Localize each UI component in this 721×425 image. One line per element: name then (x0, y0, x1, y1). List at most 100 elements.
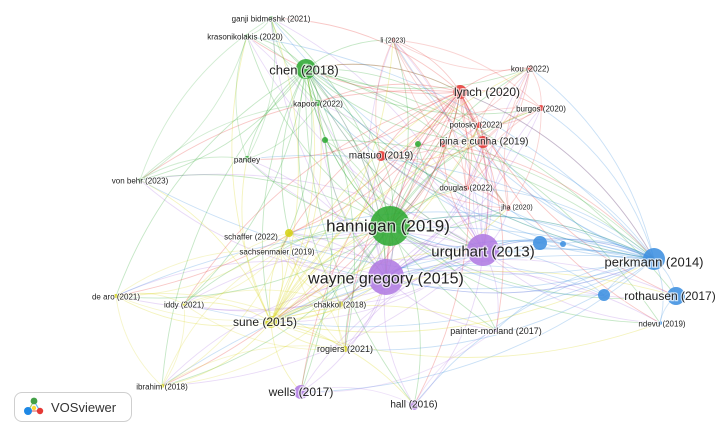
network-edge (389, 225, 661, 324)
node-rothausen[interactable] (667, 287, 685, 305)
node-chen[interactable] (296, 59, 316, 79)
node-wells[interactable] (294, 385, 308, 399)
node-label-matsuo: matsuo (2019) (349, 151, 413, 162)
network-edge (482, 249, 677, 299)
node-li[interactable] (391, 38, 395, 42)
network-edge (442, 143, 655, 260)
network-edge (115, 295, 272, 327)
node-iddy[interactable] (182, 302, 186, 306)
network-edge (380, 124, 480, 157)
network-edge (305, 63, 461, 93)
network-edge (337, 303, 346, 350)
node-label-schaffer: schaffer (2022) (224, 233, 278, 242)
node-chakkol[interactable] (337, 301, 343, 307)
node-ibrahim[interactable] (160, 384, 164, 388)
node-ndevu[interactable] (658, 321, 662, 325)
network-edge (413, 91, 471, 406)
node-lynch[interactable] (453, 85, 467, 99)
network-edge (507, 107, 542, 209)
network-edge (459, 91, 509, 209)
network-edge (389, 39, 409, 227)
network-edge (246, 158, 387, 278)
node-rogiers[interactable] (342, 346, 348, 352)
node-label-douglas: douglas (2022) (439, 184, 493, 193)
node-unlabeled[interactable] (533, 236, 547, 250)
node-krasonikolakis[interactable] (245, 34, 249, 38)
node-urquhart[interactable] (467, 234, 499, 266)
node-hannigan[interactable] (370, 206, 410, 246)
node-perkmann[interactable] (643, 248, 665, 270)
network-edge (529, 67, 542, 109)
network-edge (495, 258, 655, 331)
node-label-rogiers: rogiers (2021) (317, 344, 373, 354)
network-edge (383, 276, 415, 406)
node-label-ndevu: ndevu (2019) (638, 320, 685, 329)
node-jha[interactable] (505, 205, 511, 211)
network-edge (305, 68, 677, 297)
network-edge (183, 289, 341, 305)
node-hall[interactable] (409, 400, 419, 410)
node-unlabeled[interactable] (415, 141, 421, 147)
network-edge (392, 39, 480, 126)
network-edge (305, 68, 355, 350)
network-edge (288, 232, 484, 261)
network-edge (270, 39, 394, 323)
network-edge (465, 187, 509, 209)
node-unlabeled[interactable] (322, 137, 328, 143)
node-pina[interactable] (477, 136, 489, 148)
node-matsuo[interactable] (376, 151, 386, 161)
node-vonbehr[interactable] (138, 178, 142, 182)
network-edge (246, 68, 307, 160)
network-edge (380, 155, 467, 189)
network-edge (392, 39, 484, 143)
network-edge (464, 124, 480, 189)
network-edge (389, 225, 605, 296)
network-edge (270, 107, 542, 323)
node-sachsenmaier[interactable] (278, 249, 282, 253)
network-edge (183, 258, 655, 328)
network-edge (305, 68, 467, 189)
network-edge (367, 39, 394, 278)
network-edge (305, 68, 484, 251)
network-edge (270, 17, 461, 93)
network-edge (380, 155, 509, 209)
node-schaffer[interactable] (285, 229, 293, 237)
node-unlabeled[interactable] (598, 289, 610, 301)
network-edge (183, 303, 346, 351)
network-edge (183, 242, 484, 305)
node-potosky[interactable] (476, 122, 482, 128)
node-wayne[interactable] (368, 259, 404, 295)
node-kou[interactable] (527, 65, 533, 71)
node-dearo[interactable] (114, 294, 118, 298)
network-edge (183, 276, 387, 312)
network-edge (270, 303, 341, 323)
network-edge (139, 173, 484, 251)
network-edge (161, 303, 185, 387)
node-unlabeled[interactable] (560, 241, 566, 247)
network-edge (385, 258, 655, 294)
node-painter[interactable] (494, 328, 498, 332)
network-edge (115, 292, 346, 350)
network-edge (385, 91, 461, 278)
network-edge (459, 90, 542, 109)
node-sune[interactable] (265, 316, 277, 328)
network-edge (270, 17, 299, 323)
network-edge (478, 67, 531, 126)
network-edge (139, 174, 391, 227)
network-edge (115, 249, 281, 297)
network-edge (478, 124, 509, 209)
node-label-li: li (2023) (380, 38, 405, 45)
node-douglas[interactable] (463, 185, 469, 191)
node-pandey[interactable] (244, 156, 250, 162)
network-edge (115, 292, 185, 305)
node-unlabeled[interactable] (440, 141, 446, 147)
network-edge (246, 35, 391, 227)
node-burgos[interactable] (538, 105, 544, 111)
node-kapoor[interactable] (315, 100, 321, 106)
network-edge (270, 248, 655, 323)
node-ganji[interactable] (269, 16, 273, 20)
network-edge (344, 249, 484, 350)
node-label-vonbehr: von behr (2023) (112, 177, 169, 186)
